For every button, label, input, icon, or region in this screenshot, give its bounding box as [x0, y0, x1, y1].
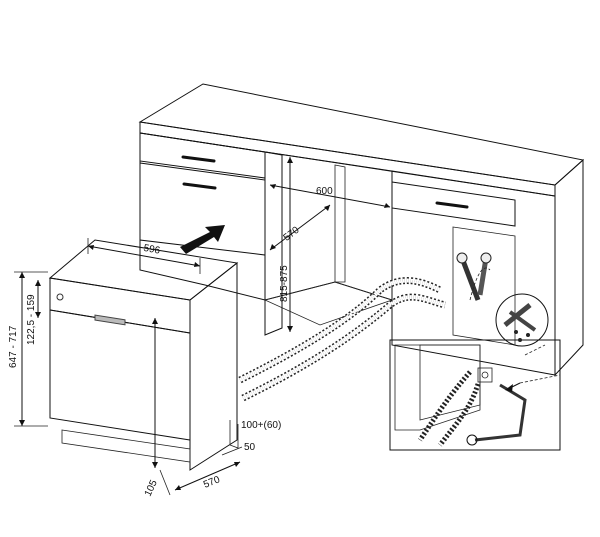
- kitchen-cabinet: [138, 83, 585, 377]
- drawer-handle: [435, 201, 469, 209]
- dishwasher-dimensions: 596 647 - 717 122,5 - 159 815 - 875 100+…: [8, 238, 281, 498]
- dishwasher: [48, 239, 239, 471]
- power-button[interactable]: [56, 293, 64, 301]
- cabinet-right-side: [554, 158, 584, 377]
- water-tap-icon: [456, 252, 492, 301]
- dim-foot-offset: 50: [244, 442, 256, 453]
- cabinet-dimensions: 600 570 815-875: [269, 157, 391, 332]
- black-arrow-icon: [180, 225, 225, 254]
- dishwasher-door: [49, 309, 191, 441]
- cabinet-partition: [264, 151, 283, 336]
- dim-cabinet-depth: 570: [282, 225, 302, 244]
- dim-machine-height: 815 - 875: [144, 365, 155, 408]
- dishwasher-control-panel: [49, 277, 191, 334]
- display-strip: [94, 314, 126, 326]
- drain-hose-icon: [238, 277, 442, 384]
- dim-panel-height-total: 647 - 717: [8, 325, 19, 368]
- detail-inset-frame: [389, 339, 561, 451]
- detail-inset: [389, 339, 561, 451]
- dim-panel-height-partial: 122,5 - 159: [26, 294, 37, 345]
- cabinet-partition-mid: [334, 164, 346, 283]
- dim-machine-width: 596: [143, 243, 162, 257]
- dim-bottom-recess: 100+(60): [241, 420, 281, 431]
- water-inlet-hose-icon: [241, 293, 446, 402]
- siphon-connection-icon: [466, 434, 478, 446]
- dim-plinth-depth: 105: [143, 478, 160, 498]
- cabinet-right-unit: [391, 170, 556, 376]
- dim-cabinet-height: 815-875: [279, 265, 290, 302]
- dim-cabinet-width: 600: [316, 186, 333, 197]
- sink-cabinet-opening: [452, 226, 516, 346]
- dishwasher-plinth: [61, 429, 191, 463]
- drawer-handle: [182, 182, 217, 190]
- drawer-handle: [181, 155, 216, 163]
- cabinet-drawer-right: [391, 181, 516, 227]
- detail-magnifier: [495, 293, 549, 356]
